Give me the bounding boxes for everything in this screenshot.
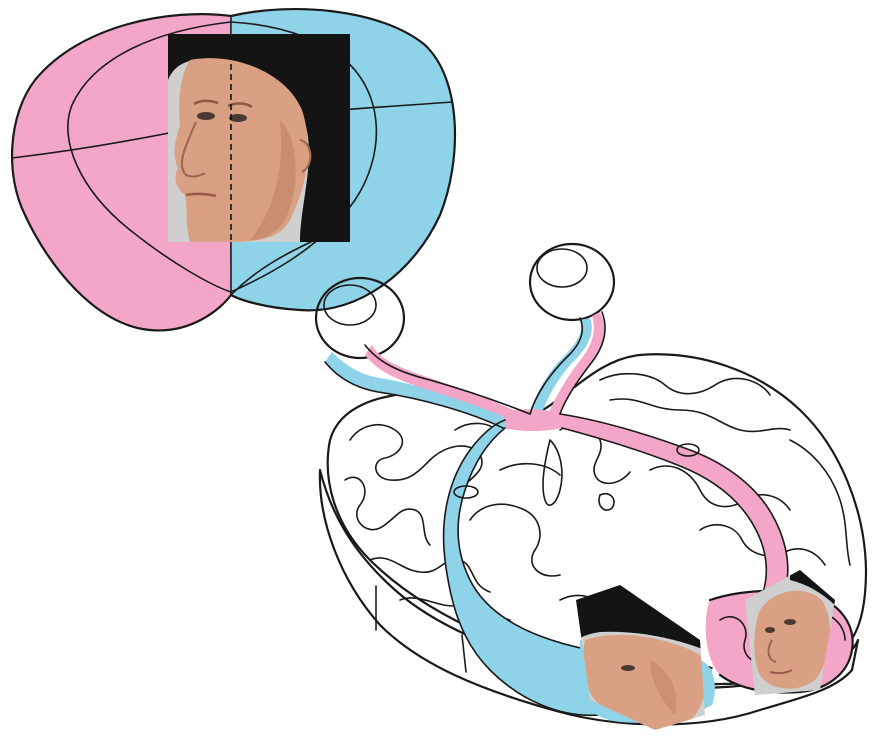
left-optic-nerve-blue [325,352,510,428]
optic-chiasm [503,409,562,431]
right-optic-tract-pink [560,414,788,600]
ventricle [543,440,562,505]
face-photo-top [168,34,350,242]
right-eye [530,244,614,320]
